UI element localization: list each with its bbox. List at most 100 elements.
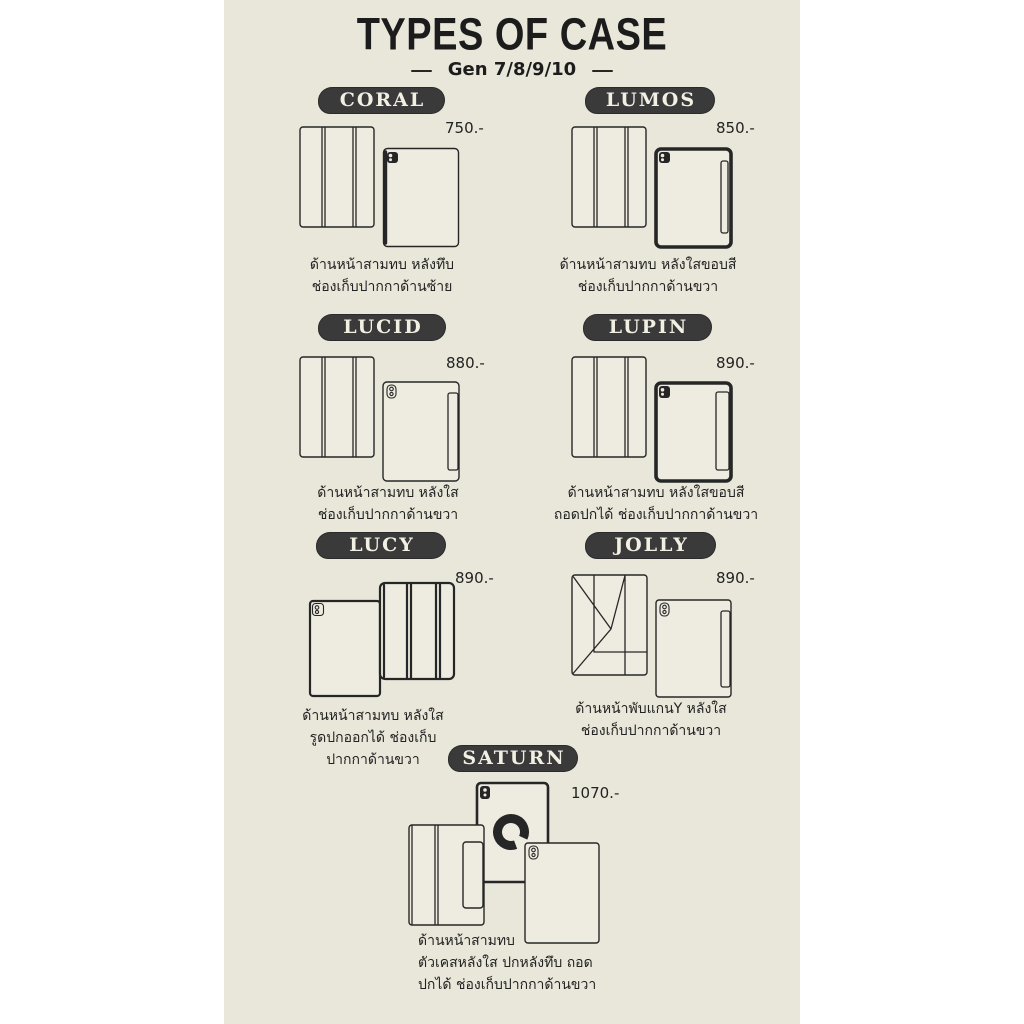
- camera-module: [659, 602, 670, 617]
- case-price: 1070.-: [571, 784, 620, 802]
- fold-lines: [382, 582, 442, 680]
- fold-lines: [593, 126, 629, 228]
- cover-outline: [299, 356, 375, 458]
- case-name-badge: SATURN: [448, 745, 578, 772]
- camera-module: [387, 152, 398, 163]
- magnetic-ring: [492, 814, 529, 850]
- case-description: ด้านหน้าสามทบ ตัวเคสหลังใส ปกหลังทึบ ถอด…: [418, 930, 638, 996]
- camera-lens: [661, 392, 664, 396]
- camera-module: [659, 386, 670, 398]
- description-line: ถอดปกได้ ช่องเก็บปากกาด้านขวา: [553, 507, 759, 523]
- clear-back-tablet-icon: [655, 599, 732, 698]
- camera-lens: [389, 386, 394, 392]
- camera-lens: [660, 153, 665, 158]
- tablet-outline: [655, 599, 732, 698]
- description-line: ช่องเก็บปากกาด้านซ้าย: [311, 279, 453, 295]
- slide-off-cover-icon: [378, 581, 456, 681]
- camera-lens: [661, 158, 664, 162]
- pencil-flap: [462, 841, 484, 909]
- camera-lens: [483, 788, 487, 792]
- description-line: รูดปกออกได้ ช่องเก็บ: [309, 730, 437, 746]
- description-line: ด้านหน้าสามทบ หลังใส: [317, 485, 459, 501]
- fold-lines: [321, 126, 357, 228]
- cover-outline: [571, 356, 647, 458]
- tri-fold-cover-icon: [571, 126, 647, 228]
- description-line: ปกได้ ช่องเก็บปากกาด้านขวา: [418, 977, 597, 993]
- case-description: ด้านหน้าสามทบ หลังใส ช่องเก็บปากกาด้านขว…: [268, 482, 508, 526]
- case-description: ด้านหน้าสามทบ หลังใสขอบสี ช่องเก็บปากกาด…: [528, 254, 768, 298]
- cover-outline: [378, 581, 456, 681]
- camera-lens: [531, 852, 536, 858]
- cover-outline: [571, 126, 647, 228]
- y-fold-lines: [572, 574, 648, 676]
- case-description: ด้านหน้าพับแกนY หลังใส ช่องเก็บปากกาด้าน…: [531, 698, 771, 742]
- fold-lines: [411, 824, 439, 926]
- description-line: ด้านหน้าสามทบ หลังใสขอบสี: [567, 485, 745, 501]
- camera-module: [659, 152, 670, 163]
- camera-lens: [662, 609, 667, 615]
- clear-back-tablet-icon: [382, 381, 460, 482]
- case-name-badge: LUCY: [316, 532, 446, 559]
- generation-subtitle: Gen 7/8/9/10: [447, 59, 577, 80]
- camera-lens: [483, 793, 487, 797]
- description-line: ด้านหน้าสามทบ หลังใส: [302, 708, 444, 724]
- description-line: ด้านหน้าพับแกนY หลังใส: [575, 701, 727, 717]
- camera-module: [480, 786, 490, 799]
- pencil-holder: [720, 160, 729, 234]
- clear-back-tablet-icon: [308, 599, 382, 698]
- clear-back-tablet-icon: [524, 842, 600, 944]
- description-line: ช่องเก็บปากกาด้านขวา: [580, 723, 722, 739]
- camera-housing: [386, 384, 397, 399]
- camera-lens: [662, 604, 667, 610]
- tri-fold-cover-icon: [571, 356, 647, 458]
- camera-lens: [389, 391, 394, 397]
- camera-housing: [528, 845, 539, 860]
- case-price: 890.-: [716, 354, 755, 372]
- y-fold-cover-icon: [571, 574, 648, 676]
- subtitle-dash-left: [411, 70, 432, 72]
- description-line: ตัวเคสหลังใส ปกหลังทึบ ถอด: [418, 955, 593, 971]
- camera-lens: [389, 158, 392, 162]
- camera-module: [528, 845, 539, 860]
- color-frame-tablet-icon: [654, 381, 733, 483]
- description-line: ปากกาด้านขวา: [326, 752, 420, 768]
- camera-housing: [387, 152, 398, 163]
- tablet-outline: [524, 842, 600, 944]
- case-price: 750.-: [445, 119, 484, 137]
- description-line: ช่องเก็บปากกาด้านขวา: [317, 507, 459, 523]
- case-name-badge: LUMOS: [585, 87, 715, 114]
- camera-housing: [659, 152, 670, 163]
- case-price: 850.-: [716, 119, 755, 137]
- cover-outline: [299, 126, 375, 228]
- camera-housing: [311, 602, 325, 617]
- camera-lens: [531, 847, 536, 853]
- camera-housing: [659, 602, 670, 617]
- camera-lens: [314, 605, 320, 610]
- tablet-frame: [654, 381, 733, 483]
- color-frame-tablet-icon: [654, 147, 733, 249]
- case-description: ด้านหน้าสามทบ หลังใส รูดปกออกได้ ช่องเก็…: [253, 705, 493, 771]
- fold-lines: [321, 356, 357, 458]
- fold-lines: [593, 356, 629, 458]
- description-line: ช่องเก็บปากกาด้านขวา: [577, 279, 719, 295]
- case-name-badge: LUCID: [318, 314, 446, 341]
- pencil-holder: [715, 391, 730, 471]
- case-price: 890.-: [716, 569, 755, 587]
- camera-lens: [388, 153, 393, 158]
- case-name-badge: CORAL: [318, 87, 445, 114]
- tri-fold-cover-icon: [299, 356, 375, 458]
- case-price: 880.-: [446, 354, 485, 372]
- case-description: ด้านหน้าสามทบ หลังทึบ ช่องเก็บปากกาด้านซ…: [262, 254, 502, 298]
- camera-lens: [660, 388, 665, 392]
- camera-module: [311, 602, 325, 617]
- camera-lens: [314, 609, 320, 615]
- pencil-holder: [720, 610, 731, 688]
- solid-back-tablet-icon: [382, 147, 460, 248]
- tri-fold-cover-icon: [299, 126, 375, 228]
- detachable-cover-icon: [408, 824, 485, 926]
- case-name-badge: JOLLY: [585, 532, 716, 559]
- tablet-outline: [382, 147, 460, 248]
- description-line: ด้านหน้าสามทบ: [418, 933, 515, 949]
- tablet-frame: [654, 147, 733, 249]
- page-title: TYPES OF CASE: [356, 9, 668, 61]
